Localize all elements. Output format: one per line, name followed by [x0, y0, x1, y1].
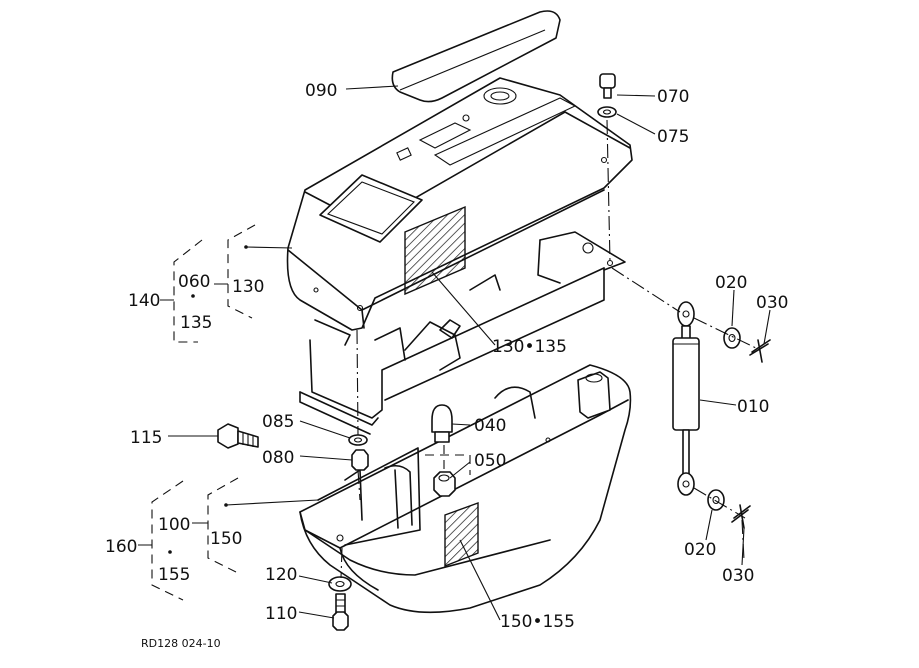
- label-020-lower: 020: [684, 540, 716, 560]
- label-030-upper: 030: [756, 293, 788, 313]
- clip-030-lower: [731, 504, 751, 529]
- label-115: 115: [130, 428, 162, 448]
- upper-cover: [286, 77, 633, 331]
- label-040: 040: [474, 416, 506, 436]
- rubber-stopper: [431, 404, 453, 443]
- washer-020-lower: [707, 489, 725, 511]
- label-155: 155: [158, 565, 190, 585]
- label-070: 070: [657, 87, 689, 107]
- label-010: 010: [737, 397, 769, 417]
- washer-020-upper: [723, 327, 741, 349]
- bolt-120-110: [328, 576, 352, 631]
- label-085: 085: [262, 412, 294, 432]
- label-160: 160: [105, 537, 137, 557]
- label-050: 050: [474, 451, 506, 471]
- label-140: 140: [128, 291, 160, 311]
- label-130-135: 130•135: [492, 337, 567, 357]
- bolt-115: [217, 423, 259, 449]
- label-060: 060: [178, 272, 210, 292]
- leader-lines: [168, 85, 771, 621]
- label-135: 135: [180, 313, 212, 333]
- group-bracket-upper: [160, 224, 256, 343]
- label-150-155: 150•155: [500, 612, 575, 632]
- label-080: 080: [262, 448, 294, 468]
- armrest-pad: [391, 10, 561, 103]
- label-120: 120: [265, 565, 297, 585]
- label-plate-lower: [444, 502, 479, 568]
- footer-code: RD128 024-10: [141, 637, 221, 650]
- label-150: 150: [210, 529, 242, 549]
- bolt-085: [348, 434, 369, 471]
- label-030-lower: 030: [722, 566, 754, 586]
- label-020-upper: 020: [715, 273, 747, 293]
- bolt-070: [597, 73, 617, 118]
- clip-030-upper: [749, 339, 771, 363]
- label-110: 110: [265, 604, 297, 624]
- mounting-frame: [299, 231, 626, 435]
- label-130: 130: [232, 277, 264, 297]
- nut-050: [425, 445, 471, 497]
- group-bracket-lower: [138, 245, 248, 601]
- gas-spring: [672, 301, 700, 496]
- part-labels: 090 070 075 020 030 010 020 030 130•135 …: [105, 81, 788, 650]
- lower-box: [299, 364, 632, 614]
- label-075: 075: [657, 127, 689, 147]
- label-090: 090: [305, 81, 337, 101]
- label-plate-upper: [404, 205, 466, 296]
- label-100: 100: [158, 515, 190, 535]
- center-lines: [340, 119, 761, 579]
